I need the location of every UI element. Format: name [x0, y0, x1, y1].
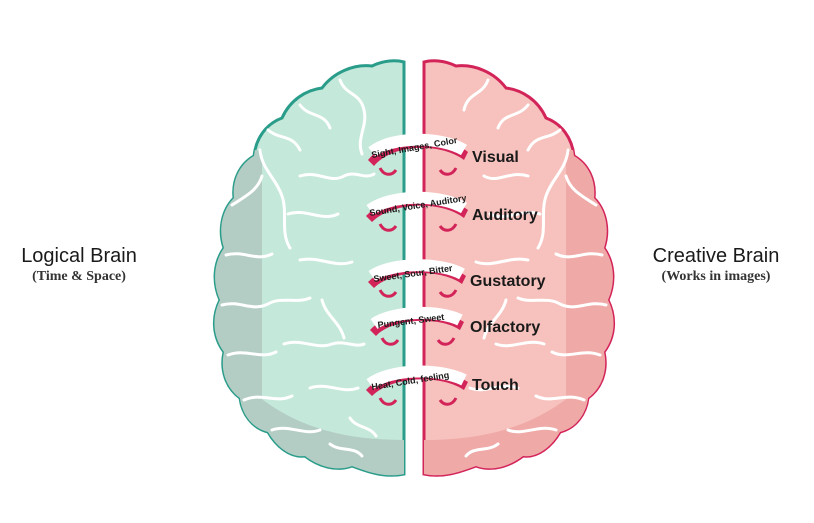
- logical-brain-title: Logical Brain: [21, 245, 137, 267]
- sense-touch-label: Touch: [472, 377, 519, 394]
- creative-brain-subtitle: (Works in images): [661, 269, 771, 284]
- band-touch: Heat, Cold, feeling Touch: [366, 365, 519, 406]
- creative-brain-label: Creative Brain (Works in images): [628, 244, 804, 286]
- sense-gustatory-label: Gustatory: [470, 273, 546, 290]
- sense-auditory-label: Auditory: [472, 207, 538, 224]
- sense-olfactory-label: Olfactory: [470, 319, 540, 336]
- right-gyri-lines: [462, 78, 608, 458]
- band-olfactory: Pungent, Sweet Olfactory: [370, 307, 540, 346]
- band-auditory: Sound, Voice, Auditory Auditory: [366, 191, 538, 232]
- logical-brain-subtitle: (Time & Space): [32, 269, 126, 284]
- logical-brain-label: Logical Brain (Time & Space): [4, 244, 154, 286]
- creative-brain-title: Creative Brain: [652, 245, 780, 267]
- sense-visual-label: Visual: [472, 149, 519, 166]
- sense-bands: Sight, Images, Color Visual Sound, Voice…: [366, 133, 546, 406]
- left-gyri-lines: [220, 78, 378, 458]
- band-gustatory: Sweet, Sour, Bitter Gustatory: [368, 259, 546, 298]
